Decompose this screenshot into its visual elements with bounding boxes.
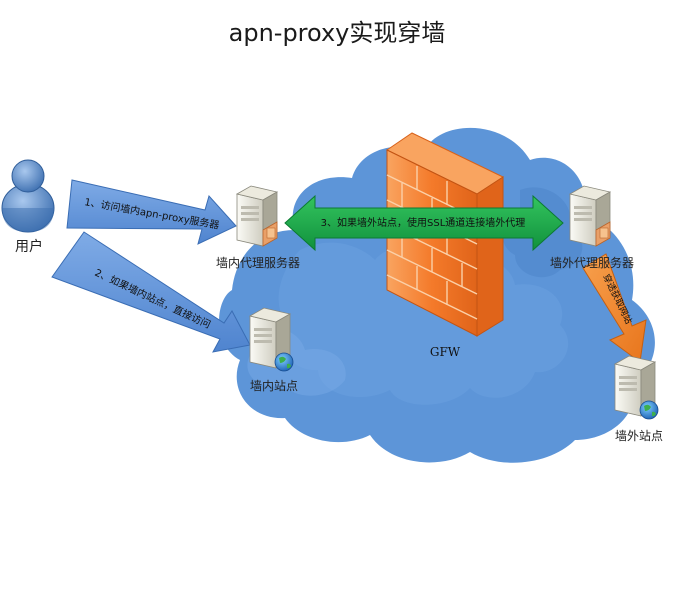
outer-site-label: 墙外站点 [615,429,663,443]
inner-site-server-icon [249,307,294,372]
outer-proxy-server-icon [569,185,611,247]
inner-site-label: 墙内站点 [250,379,298,393]
arrow-label-3: 3、如果墙外站点，使用SSL通道连接墙外代理 [321,216,526,229]
outer-site-server-icon [614,355,659,420]
arrow-user-to-proxy [66,179,237,245]
outer-proxy-label: 墙外代理服务器 [550,255,634,270]
arrow-outer-proxy-to-site [582,253,647,363]
inner-proxy-server-icon [236,185,278,247]
inner-proxy-label: 墙内代理服务器 [216,255,300,270]
arrow-user-to-inner-site [51,231,251,353]
user-icon [1,159,55,233]
arrow-ssl-tunnel [284,194,564,252]
user-label: 用户 [15,238,43,255]
gfw-label: GFW [430,345,461,359]
diagram-title: apn-proxy实现穿墙 [229,19,446,47]
